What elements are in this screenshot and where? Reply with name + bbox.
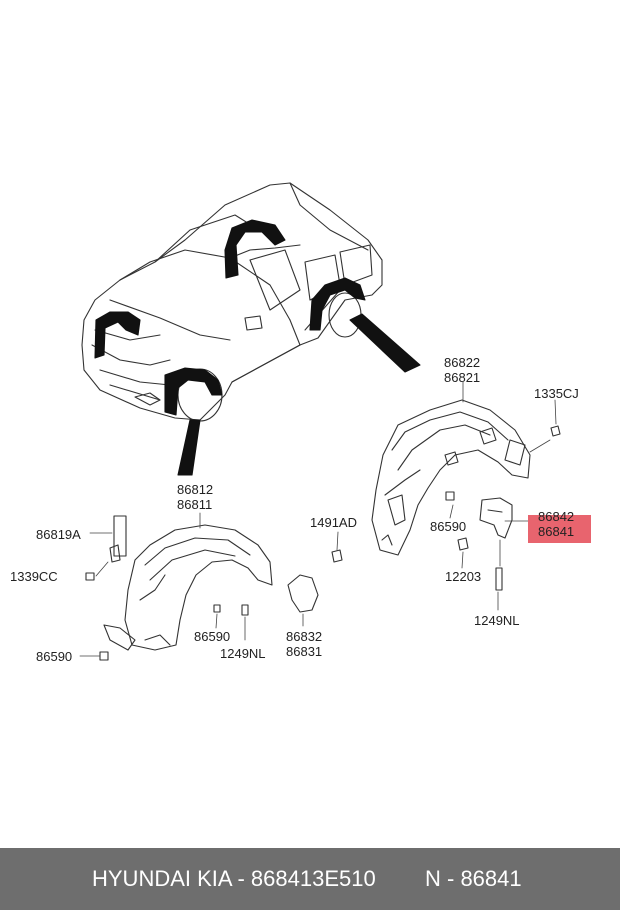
part-label-12203: 12203 xyxy=(445,569,482,584)
part-label-86841: 86841 xyxy=(538,524,575,539)
rear-wheel-liner-drawing xyxy=(371,399,531,556)
footer-brand-partnumber: HYUNDAI KIA - 868413E510 xyxy=(92,866,376,891)
footer-bar: HYUNDAI KIA - 868413E510 N - 86841 xyxy=(0,848,620,910)
part-label-86832: 86832 xyxy=(286,629,323,644)
part-label-1249NL-right: 1249NL xyxy=(474,613,520,628)
part-label-1249NL-left: 1249NL xyxy=(220,646,266,661)
part-label-86822: 86822 xyxy=(444,355,481,370)
highlight-box-86841 xyxy=(528,515,591,543)
label-group-86822-86821: 86822 86821 xyxy=(444,355,480,385)
vehicle-illustration xyxy=(81,182,383,422)
label-group-86812-86811: 86812 86811 xyxy=(177,482,213,512)
part-label-86590-left: 86590 xyxy=(194,629,231,644)
part-label-86842: 86842 xyxy=(538,509,575,524)
part-label-1339CC: 1339CC xyxy=(10,569,58,584)
part-label-1335CJ: 1335CJ xyxy=(534,386,579,401)
label-group-86832-86831: 86832 86831 xyxy=(286,629,322,659)
part-label-86590-bottom-left: 86590 xyxy=(36,649,73,664)
parts-diagram: 86822 86821 1335CJ 86590 86842 86841 122… xyxy=(10,182,591,664)
diagram-drawing xyxy=(79,182,561,661)
part-label-86811: 86811 xyxy=(177,497,213,512)
footer-reference: N - 86841 xyxy=(425,866,522,891)
part-label-86821: 86821 xyxy=(444,370,481,385)
part-label-1491AD: 1491AD xyxy=(310,515,357,530)
part-label-86590-right: 86590 xyxy=(430,519,467,534)
part-label-86831: 86831 xyxy=(286,644,323,659)
part-label-86812: 86812 xyxy=(177,482,214,497)
part-label-86819A: 86819A xyxy=(36,527,81,542)
label-group-86842-86841: 86842 86841 xyxy=(538,509,574,539)
front-wheel-liner-drawing xyxy=(103,515,273,651)
